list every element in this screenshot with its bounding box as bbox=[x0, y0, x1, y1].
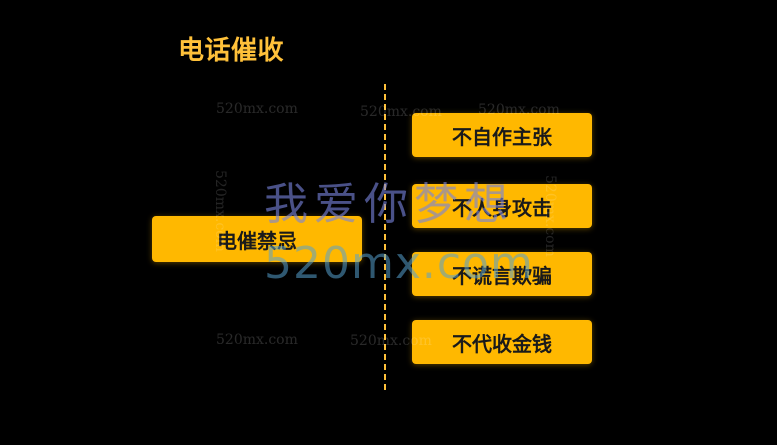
watermark-text: 520mx.com bbox=[216, 101, 298, 117]
item-label: 不人身攻击 bbox=[452, 195, 552, 220]
center-node: 电催禁忌 bbox=[152, 216, 362, 262]
watermark-text: 520mx.com bbox=[212, 170, 228, 252]
item-box: 不自作主张 bbox=[412, 113, 592, 157]
item-label: 不自作主张 bbox=[452, 124, 552, 149]
watermark-text: 520mx.com bbox=[360, 104, 442, 120]
page-title: 电话催收 bbox=[178, 36, 285, 66]
item-box: 不人身攻击 bbox=[412, 184, 592, 228]
watermark-text: 520mx.com bbox=[478, 102, 560, 118]
watermark-text: 520mx.com bbox=[350, 333, 432, 349]
watermark-text: 520mx.com bbox=[542, 175, 558, 257]
item-box: 不代收金钱 bbox=[412, 320, 592, 364]
watermark-text: 520mx.com bbox=[216, 332, 298, 348]
dashed-divider bbox=[384, 84, 386, 390]
watermark-text-large: 我爱你梦想 bbox=[264, 179, 514, 230]
watermark-text-large: 520mx.com bbox=[264, 238, 534, 289]
center-node-label: 电催禁忌 bbox=[217, 228, 297, 253]
item-label: 不代收金钱 bbox=[452, 331, 552, 356]
item-box: 不谎言欺骗 bbox=[412, 252, 592, 296]
item-label: 不谎言欺骗 bbox=[452, 263, 552, 288]
